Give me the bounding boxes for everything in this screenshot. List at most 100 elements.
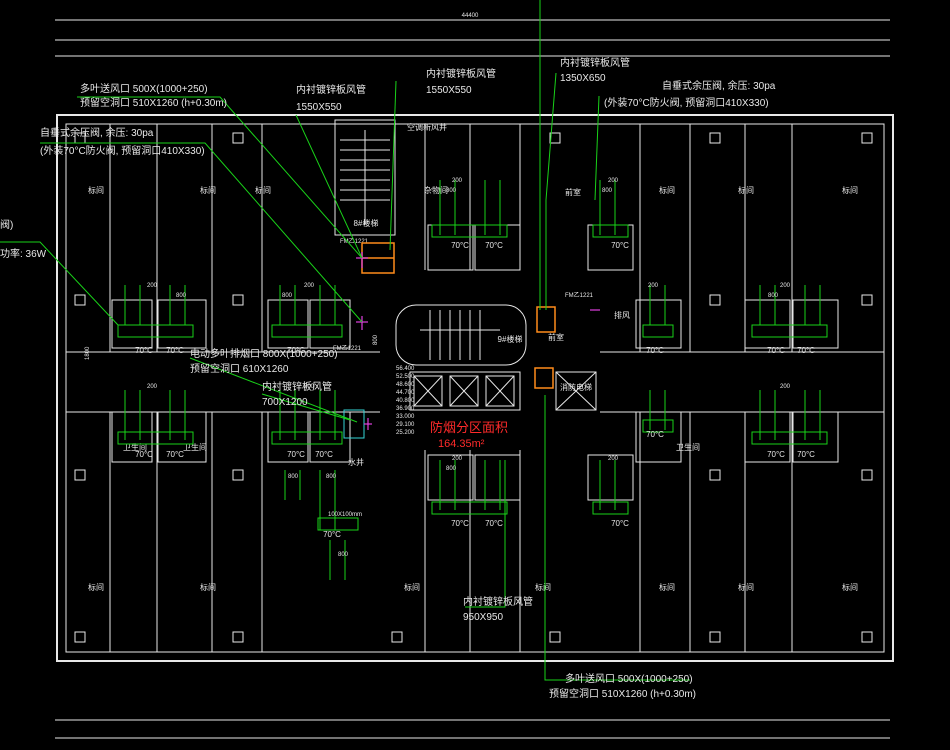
annotation-a10-line1: 多叶送风口 500X(1000+250): [565, 672, 693, 685]
svg-text:70°C: 70°C: [451, 519, 469, 528]
elevator-core: 消防电梯: [409, 371, 597, 411]
annotation-a2-line2: 1550X550: [296, 102, 342, 113]
columns: [74, 132, 873, 643]
annotation-a11-fragment1: 功率: 36W: [0, 247, 47, 260]
svg-text:800: 800: [338, 552, 349, 558]
room-label: 标间: [842, 582, 858, 592]
svg-text:70°C: 70°C: [166, 450, 184, 459]
water-well-label: 水井: [348, 457, 364, 467]
bathroom-pods: [111, 224, 839, 501]
annotation-a5-line2: (外装70°C防火阀, 预留洞口410X330): [604, 96, 769, 109]
svg-text:25.200: 25.200: [396, 430, 415, 436]
room-label: 标间: [88, 185, 104, 195]
svg-text:200: 200: [608, 456, 619, 462]
svg-text:70°C: 70°C: [797, 346, 815, 355]
room-label: 标间: [200, 185, 216, 195]
bathroom-label: 卫生间: [123, 442, 147, 452]
elevation-list: 56.400 52.500 48.600 44.700 40.800 36.90…: [396, 366, 415, 436]
annotation-a2-line1: 内衬镀锌板风管: [296, 83, 366, 96]
svg-text:70°C: 70°C: [767, 450, 785, 459]
front-room-label: 前室: [548, 332, 564, 342]
svg-text:800: 800: [373, 334, 379, 345]
annotation-a4-line1: 内衬镀锌板风管: [560, 56, 630, 69]
annotation-a7-line2: 预留空洞口 610X1260: [190, 362, 289, 375]
svg-text:200: 200: [452, 178, 463, 184]
room-labels: 标间 标间 标间 标间 标间 标间 标间 标间 标间 标间 标间 标间 标间 杂…: [88, 122, 858, 592]
damper-temp-labels: 70°C 70°C 70°C 70°C 70°C 70°C 70°C 70°C …: [135, 241, 815, 539]
top-total-dimension: 44400: [462, 13, 479, 19]
svg-text:52.500: 52.500: [396, 374, 415, 380]
svg-text:200: 200: [147, 384, 158, 390]
svg-text:100X100mm: 100X100mm: [328, 512, 362, 518]
room-label: 标间: [200, 582, 216, 592]
svg-text:200: 200: [780, 283, 791, 289]
svg-text:200: 200: [304, 283, 315, 289]
annotation-a6-line1: 自垂式余压阀, 余压: 30pa: [40, 126, 154, 139]
annotation-a10-line2: 预留空洞口 510X1260 (h+0.30m): [549, 687, 696, 700]
room-label: 标间: [738, 582, 754, 592]
smoke-zone: 防烟分区面积 164.35m²: [430, 420, 508, 450]
svg-text:800: 800: [288, 474, 299, 480]
annotation-a9-line1: 内衬镀锌板风管: [463, 595, 533, 608]
stair-8-label: 8#楼梯: [354, 218, 379, 228]
room-label: 标间: [255, 185, 271, 195]
annotation-a8-line1: 内衬镀锌板风管: [262, 380, 332, 393]
svg-text:70°C: 70°C: [611, 241, 629, 250]
side-dimensions: 1800 800: [85, 334, 379, 360]
svg-text:70°C: 70°C: [287, 450, 305, 459]
svg-text:33.000: 33.000: [396, 414, 415, 420]
svg-text:200: 200: [452, 456, 463, 462]
annotation-a9-line2: 950X950: [463, 612, 503, 623]
svg-text:70°C: 70°C: [287, 346, 305, 355]
fan-room-label: 排风: [614, 310, 630, 320]
duct-size-labels: 200 800 200 800 200 800 200 200 200 200 …: [147, 178, 791, 558]
svg-text:800: 800: [602, 188, 613, 194]
svg-text:70°C: 70°C: [166, 346, 184, 355]
annotations: 多叶送风口 500X(1000+250) 预留空洞口 510X1260 (h+0…: [0, 56, 776, 700]
svg-text:800: 800: [768, 293, 779, 299]
annotation-a7-line1: 电动多叶排烟口 800X(1000+250): [190, 347, 338, 360]
svg-text:70°C: 70°C: [135, 346, 153, 355]
room-label: 标间: [738, 185, 754, 195]
svg-text:800: 800: [176, 293, 187, 299]
building-outline: [56, 114, 894, 662]
svg-text:800: 800: [446, 188, 457, 194]
annotation-a5-line1: 自垂式余压阀, 余压: 30pa: [662, 79, 776, 92]
svg-text:1800: 1800: [85, 346, 91, 360]
partition-walls: [109, 124, 793, 652]
svg-text:70°C: 70°C: [646, 430, 664, 439]
annotation-a11-fragment2: 阀): [0, 218, 13, 231]
annotation-a1-line2: 预留空洞口 510X1260 (h+0.30m): [80, 96, 227, 109]
annotation-a4-line2: 1350X650: [560, 73, 606, 84]
bottom-axis-strip: [55, 719, 890, 739]
annotation-a3-line2: 1550X550: [426, 85, 472, 96]
leader-lines: [0, 0, 690, 681]
bathroom-label: 卫生间: [183, 442, 207, 452]
room-label: 标间: [88, 582, 104, 592]
smoke-zone-area: 164.35m²: [438, 438, 485, 450]
svg-text:70°C: 70°C: [797, 450, 815, 459]
room-label: 标间: [659, 185, 675, 195]
svg-text:29.100: 29.100: [396, 422, 415, 428]
svg-text:800: 800: [282, 293, 293, 299]
room-label: 标间: [659, 582, 675, 592]
bathroom-label: 卫生间: [676, 442, 700, 452]
svg-text:44.700: 44.700: [396, 390, 415, 396]
svg-text:200: 200: [608, 178, 619, 184]
stair-9: 9#楼梯: [395, 304, 527, 366]
svg-text:48.600: 48.600: [396, 382, 415, 388]
svg-text:70°C: 70°C: [485, 519, 503, 528]
valve-markers: [356, 252, 600, 430]
stair-8: 8#楼梯: [334, 119, 396, 236]
svg-text:70°C: 70°C: [611, 519, 629, 528]
svg-text:56.400: 56.400: [396, 366, 415, 372]
smoke-zone-title: 防烟分区面积: [430, 420, 508, 435]
air-shaft-label: 空调新风井: [407, 122, 447, 132]
svg-text:800: 800: [446, 466, 457, 472]
svg-text:36.900: 36.900: [396, 406, 415, 412]
svg-text:40.800: 40.800: [396, 398, 415, 404]
annotation-a6-line2: (外装70°C防火阀, 预留洞口410X330): [40, 144, 205, 157]
svg-text:70°C: 70°C: [646, 346, 664, 355]
exhaust-ducts: [117, 180, 828, 580]
